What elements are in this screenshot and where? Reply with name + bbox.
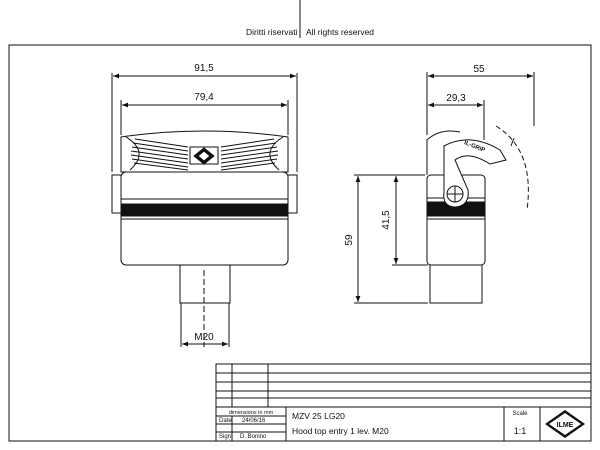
sign-label: Sign.: [219, 434, 233, 440]
product-description: Hood top entry 1 lev. M20: [292, 426, 389, 436]
hood-seal-band: [120, 203, 289, 217]
right-grip: [220, 136, 284, 171]
right-lug: [287, 174, 298, 214]
dim-overall-width: 91,5: [194, 63, 214, 74]
date-label: Date: [219, 418, 232, 424]
side-top-profile: [426, 130, 461, 175]
date-value: 24/06/16: [242, 418, 266, 424]
front-view: [111, 73, 298, 347]
left-lug: [111, 174, 122, 214]
dim-depth: 55: [473, 64, 485, 75]
sign-value: D. Bonino: [240, 434, 267, 440]
dim-inner-width: 79,4: [194, 92, 214, 103]
units-note: dimensions in mm: [229, 410, 274, 416]
logo-text: ILME: [557, 422, 574, 429]
title-block: [215, 363, 592, 442]
ilme-logo: ILME: [545, 410, 585, 438]
hood-top: [120, 130, 289, 173]
side-gland: [429, 264, 483, 304]
rights-reserved-english: All rights reserved: [306, 27, 375, 37]
scale-value: 1:1: [514, 426, 527, 436]
dim-lever-height: 41,5: [381, 210, 392, 230]
lever: [443, 139, 507, 208]
left-grip: [125, 136, 189, 171]
rights-reserved-italian: Diritti riservati: [246, 27, 298, 37]
cable-gland: [179, 264, 231, 304]
dim-lever-offset: 29,3: [446, 93, 466, 104]
product-code: MZV 25 LG20: [292, 411, 345, 421]
side-view: [354, 72, 535, 304]
lever-swing-arc: [495, 125, 529, 211]
scale-label: Scale: [512, 411, 528, 417]
dim-height: 59: [344, 234, 355, 246]
dim-thread: M20: [194, 332, 214, 343]
